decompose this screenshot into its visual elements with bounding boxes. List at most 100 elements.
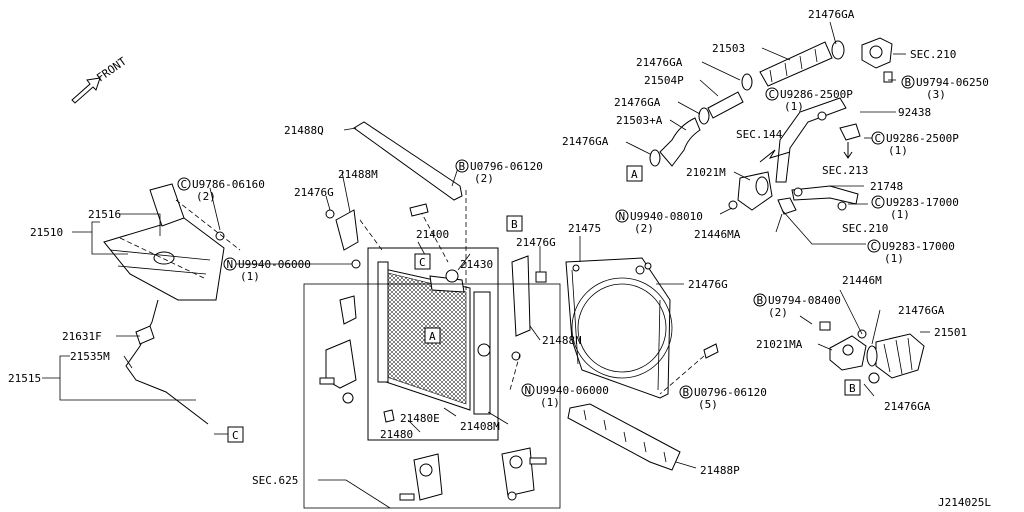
label-21476G-1: 21476G [294,186,334,199]
label-21631F: 21631F [62,330,102,343]
label-92438: 92438 [898,106,931,119]
svg-text:(1): (1) [540,396,560,409]
label-21476GA-3: 21476GA [614,96,661,109]
fastener-labels: B U9794-06250 (3) C U9286-2500P (1) C U9… [177,75,989,411]
fastener-U0796-06120-1: U0796-06120 [470,160,543,173]
svg-text:N: N [227,258,234,271]
fastener-U9786-06160: U9786-06160 [192,178,265,191]
fastener-U0796-06120-2: U0796-06120 [694,386,767,399]
fastener-U9794-08400: U9794-08400 [768,294,841,307]
lower-mounts [319,295,547,501]
label-21400: 21400 [416,228,449,241]
sec144: SEC.144 [736,128,783,141]
fan-shroud [565,257,673,399]
callout-C-radiator: C [419,256,426,269]
svg-text:(1): (1) [784,100,804,113]
fastener-U9940-06000-1: U9940-06000 [238,258,311,271]
overflow-hose [125,299,209,425]
callout-B-radiator: B [511,218,518,231]
side-seal-21488N [511,255,531,337]
section-labels: SEC.210 SEC.144 SEC.213 SEC.210 SEC.625 [252,48,956,487]
upper-hose-assembly [649,37,893,167]
front-arrow-icon: FRONT [71,55,129,104]
svg-text:(2): (2) [196,190,216,203]
label-21516: 21516 [88,208,121,221]
label-21515: 21515 [8,372,41,385]
label-21021M: 21021M [686,166,726,179]
label-21488P: 21488P [700,464,740,477]
label-21488N: 21488N [542,334,582,347]
label-21408M: 21408M [460,420,500,433]
svg-text:B: B [683,386,690,399]
svg-text:(1): (1) [240,270,260,283]
svg-text:(1): (1) [888,144,908,157]
svg-text:(2): (2) [474,172,494,185]
svg-text:N: N [525,384,532,397]
label-21476GA-2: 21476GA [636,56,683,69]
label-21501: 21501 [934,326,967,339]
svg-text:N: N [619,210,626,223]
callout-boxes: A B C A B C [227,165,861,443]
front-label: FRONT [94,55,129,85]
misc-fasteners [325,203,719,423]
label-21488M: 21488M [338,168,378,181]
fastener-U9283-17000-1: U9283-17000 [886,196,959,209]
fastener-U9286-2500P-2: U9286-2500P [886,132,959,145]
svg-text:(2): (2) [768,306,788,319]
svg-text:(2): (2) [634,222,654,235]
svg-text:C: C [871,240,878,253]
callout-C-overflow: C [232,429,239,442]
svg-text:(5): (5) [698,398,718,411]
svg-text:C: C [875,196,882,209]
label-21510: 21510 [30,226,63,239]
upper-deflector [353,121,463,201]
fastener-U9794-06250: U9794-06250 [916,76,989,89]
fastener-U9940-06000-2: U9940-06000 [536,384,609,397]
lower-deflector [567,403,681,471]
fastener-U9940-08010: U9940-08010 [630,210,703,223]
svg-text:(1): (1) [884,252,904,265]
label-21503A: 21503+A [616,114,663,127]
label-21480E: 21480E [400,412,440,425]
label-21488Q: 21488Q [284,124,324,137]
label-21476GA-top: 21476GA [808,8,855,21]
svg-text:B: B [459,160,466,173]
label-21503: 21503 [712,42,745,55]
label-21021MA: 21021MA [756,338,803,351]
diagram-code: J214025L [938,496,991,509]
svg-text:B: B [757,294,764,307]
sec210-mid: SEC.210 [842,222,888,235]
label-21446MA: 21446MA [694,228,741,241]
sec625-frame [303,283,561,509]
label-21480: 21480 [380,428,413,441]
label-21446M: 21446M [842,274,882,287]
part-labels: 21476GA 21503 21476GA 21504P 21476GA 215… [8,8,967,477]
fastener-U9286-2500P-1: U9286-2500P [780,88,853,101]
svg-text:C: C [769,88,776,101]
callout-B-hose: B [849,382,856,395]
callout-A-radiator: A [429,330,436,343]
water-outlet-assembly [728,97,861,215]
label-21748: 21748 [870,180,903,193]
bracket-21488M [335,209,359,251]
svg-text:(1): (1) [890,208,910,221]
fastener-U9283-17000-2: U9283-17000 [882,240,955,253]
label-21476G-2: 21476G [516,236,556,249]
label-21535M: 21535M [70,350,110,363]
label-21476G-3: 21476G [688,278,728,291]
svg-text:C: C [875,132,882,145]
svg-text:C: C [181,178,188,191]
sec213: SEC.213 [822,164,868,177]
label-21476GA-6: 21476GA [884,400,931,413]
sec625: SEC.625 [252,474,298,487]
label-21476GA-4: 21476GA [562,135,609,148]
svg-text:(3): (3) [926,88,946,101]
svg-text:B: B [905,76,912,89]
leader-lines [42,21,930,509]
lower-hose-assembly [819,321,925,384]
label-21476GA-5: 21476GA [898,304,945,317]
sec210-top: SEC.210 [910,48,956,61]
callout-A-hose: A [631,168,638,181]
label-21475: 21475 [568,222,601,235]
